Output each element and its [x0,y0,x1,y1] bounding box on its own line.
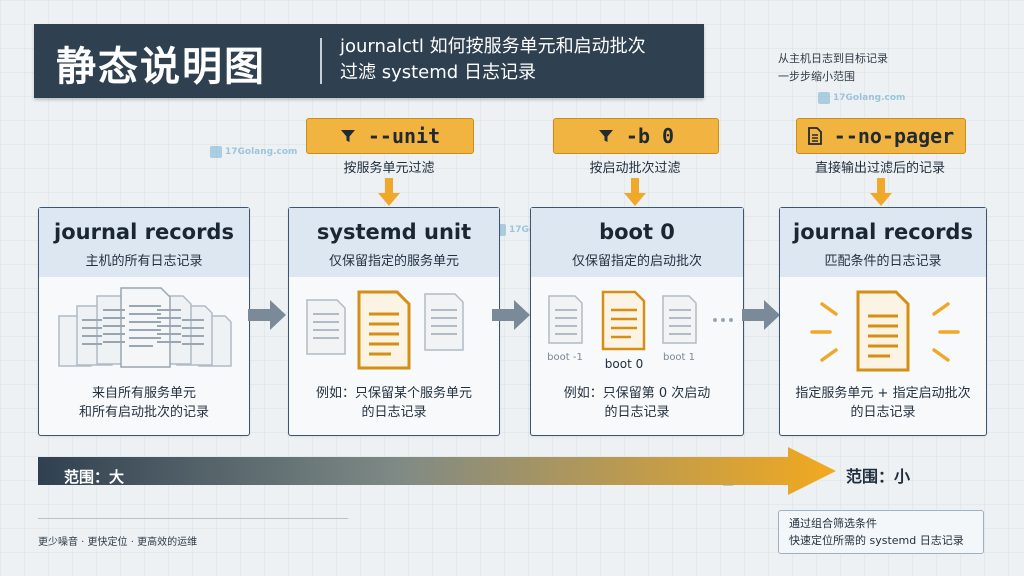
card-subtitle: 仅保留指定的启动批次 [571,254,702,269]
card-title: boot 0 [599,220,675,244]
subtitle-line-2: 过滤 systemd 日志记录 [340,62,536,83]
scope-arrow [38,447,836,495]
footer-tagline: 更少噪音 · 更快定位 · 更高效的运维 [38,537,198,548]
scope-label-wide: 范围：大 [64,468,125,486]
watermark: 17Golang.com [210,146,297,158]
card-footer-line: 的日志记录 [361,405,427,420]
card-footer-line: 的日志记录 [850,405,916,420]
boot-documents-icon: boot -1 boot 0 boot 1 [547,290,733,371]
card-footer: 例如：只保留某个服务单元 的日志记录 [289,384,499,422]
filter-tag-unit: --unit [306,118,474,154]
card-subtitle: 主机的所有日志记录 [85,254,203,269]
flow-arrow-icon [248,300,286,330]
card-title: journal records [54,220,234,244]
scope-label-narrow: 范围：小 [846,467,911,486]
card-footer: 指定服务单元 + 指定启动批次 的日志记录 [780,384,986,422]
card-footer-line: 的日志记录 [604,405,670,420]
card-header [289,208,499,277]
card-title: systemd unit [316,220,472,244]
down-arrow-icon [624,178,646,206]
top-note-line-1: 从主机日志到目标记录 [778,52,888,65]
card-footer-line: 指定服务单元 + 指定启动批次 [795,386,971,401]
filter-command: --unit [367,124,441,148]
flow-arrow-icon [742,300,780,330]
watermark-icon [818,92,830,104]
flow-arrow-icon [492,300,530,330]
card-header [531,208,743,277]
filter-icon [340,130,355,142]
top-note: 从主机日志到目标记录 一步步缩小范围 [778,50,888,86]
filter-caption: 直接输出过滤后的记录 [814,161,945,176]
subtitle-line-1: journalctl 如何按服务单元和启动批次 [340,36,646,57]
boot-label-next: boot 1 [663,352,695,363]
page-subtitle: journalctl 如何按服务单元和启动批次 过滤 systemd 日志记录 [340,34,690,86]
filter-tag-no-pager: --no-pager [796,118,966,154]
card-footer: 例如：只保留第 0 次启动 的日志记录 [531,384,743,422]
document-icon [807,127,822,145]
title-divider [320,38,322,84]
card-footer-line: 来自所有服务单元 [91,386,196,401]
filter-command: -b 0 [625,124,675,148]
document-stack-icon [58,287,232,368]
card-header [780,208,986,277]
document-highlight-icon [306,290,464,370]
filter-tag-boot: -b 0 [553,118,719,154]
card-subtitle: 匹配条件的日志记录 [824,254,942,269]
document-result-icon [810,290,960,372]
card-matched-records: journal records 匹配条件的日志记录 指定服务单元 + 指定启动批… [779,207,987,436]
card-footer-line: 例如：只保留某个服务单元 [315,386,472,401]
title-bar: 静态说明图 journalctl 如何按服务单元和启动批次 过滤 systemd… [34,24,704,98]
boot-label-current: boot 0 [605,357,643,371]
card-systemd-unit: systemd unit 仅保留指定的服务单元 例如：只保留某个服务单元 的日志… [288,207,500,436]
boot-label-prev: boot -1 [547,352,583,363]
filter-icon [598,130,613,142]
card-all-records: journal records 主机的所有日志记录 来自所有服务单元 和所有启动… [38,207,250,436]
footer-divider [38,518,348,519]
filter-command: --no-pager [833,124,955,148]
card-title: journal records [793,220,973,244]
card-footer-line: 例如：只保留第 0 次启动 [563,386,711,401]
watermark-icon [210,146,222,158]
down-arrow-icon [870,178,892,206]
info-box: 通过组合筛选条件 快速定位所需的 systemd 日志记录 [778,510,984,554]
card-boot: boot 0 仅保留指定的启动批次 boot -1 boot 0 boot 1 … [530,207,744,436]
filter-caption: 按启动批次过滤 [589,161,681,176]
down-arrow-icon [378,178,400,206]
watermark: 17Golang.com [818,92,905,104]
top-note-line-2: 一步步缩小范围 [778,70,855,83]
filter-caption: 按服务单元过滤 [343,161,435,176]
card-footer: 来自所有服务单元 和所有启动批次的记录 [39,384,249,422]
card-footer-line: 和所有启动批次的记录 [78,405,209,420]
card-header [39,208,249,277]
info-line: 快速定位所需的 systemd 日志记录 [789,534,964,547]
page-title: 静态说明图 [56,44,266,90]
card-subtitle: 仅保留指定的服务单元 [328,254,459,269]
info-line: 通过组合筛选条件 [789,517,877,530]
